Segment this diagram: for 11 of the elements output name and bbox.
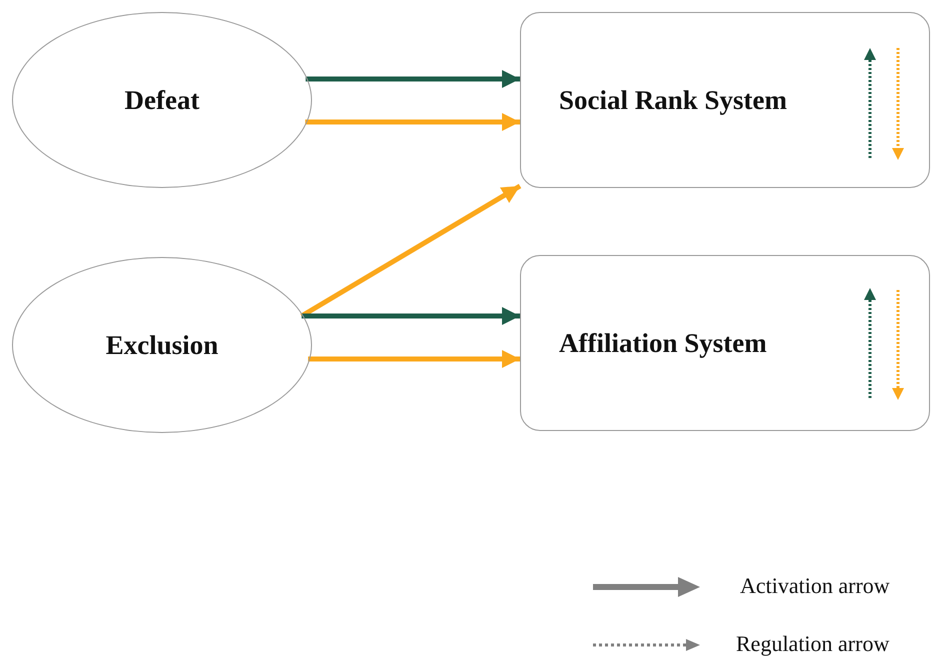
- rounded-box: Affiliation System: [520, 255, 930, 431]
- arrow: [306, 70, 520, 88]
- arrow: [302, 307, 520, 325]
- arrow: [308, 350, 520, 368]
- legend-label: Activation arrow: [740, 573, 890, 599]
- ellipse-node: Exclusion: [12, 257, 312, 433]
- arrow: [305, 113, 520, 131]
- ellipse-node: Defeat: [12, 12, 312, 188]
- rounded-box: Social Rank System: [520, 12, 930, 188]
- legend-label: Regulation arrow: [736, 631, 890, 656]
- arrow: [300, 184, 522, 318]
